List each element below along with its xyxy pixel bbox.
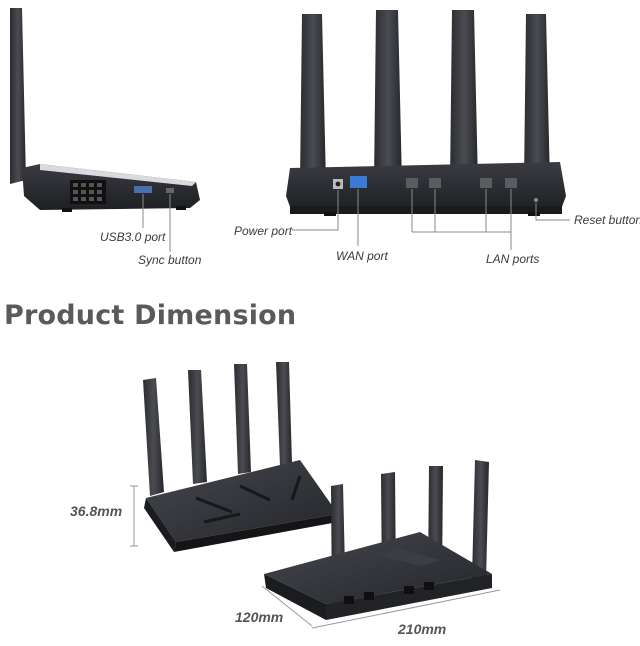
lan-port-4-icon bbox=[505, 178, 517, 188]
lan-port-1-icon bbox=[406, 178, 418, 188]
router-side-view bbox=[10, 8, 200, 252]
reset-button-label: Reset button bbox=[574, 213, 640, 227]
power-port-label: Power port bbox=[234, 224, 293, 238]
wan-port-icon bbox=[350, 176, 367, 188]
usb-port-label: USB3.0 port bbox=[100, 230, 166, 244]
height-dimension: 36.8mm bbox=[70, 503, 123, 519]
lan-port-2-icon bbox=[429, 178, 441, 188]
usb-port-icon bbox=[134, 186, 152, 193]
width-dimension: 210mm bbox=[398, 621, 447, 637]
router-dimension-view bbox=[130, 362, 501, 629]
wan-port-label: WAN port bbox=[336, 249, 388, 263]
depth-dimension: 120mm bbox=[235, 609, 284, 625]
sync-button-icon bbox=[166, 188, 174, 193]
sync-button-label: Sync button bbox=[138, 253, 202, 267]
reset-button-icon bbox=[534, 198, 538, 202]
router-back-view bbox=[286, 10, 570, 250]
lan-port-3-icon bbox=[480, 178, 492, 188]
lan-ports-label: LAN ports bbox=[486, 252, 540, 266]
section-heading: Product Dimension bbox=[4, 300, 297, 331]
